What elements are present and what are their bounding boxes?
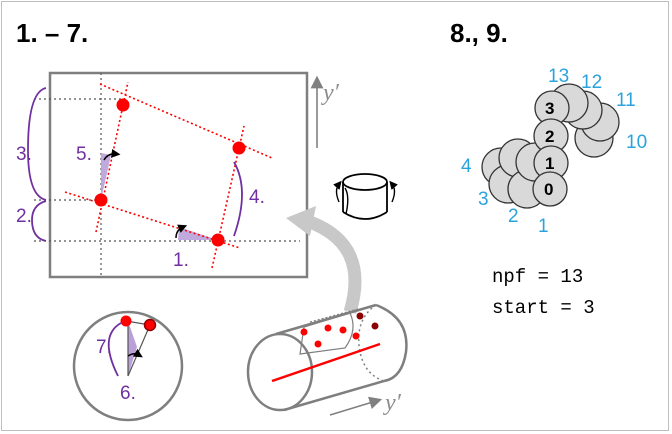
plane-rectangle	[48, 71, 309, 279]
subunit-label-3: 3	[545, 99, 554, 118]
header-steps-8-9: 8., 9.	[450, 18, 508, 48]
rotation-arrow-7-icon	[127, 348, 143, 358]
subunit-0	[532, 171, 568, 207]
point-bottom-right	[211, 233, 225, 247]
step-label-6: 6.	[120, 383, 136, 404]
pf-number-2: 2	[508, 206, 519, 227]
point-bottom-left	[94, 193, 108, 207]
cylinder-left-cap	[246, 332, 314, 412]
cylinder-patch	[299, 312, 354, 355]
y-prime-axis: y′	[310, 75, 340, 148]
point-top-left	[116, 98, 130, 112]
cyl-point-1	[300, 328, 308, 336]
subunit-label-0: 0	[544, 180, 553, 199]
step-label-2: 2.	[16, 206, 32, 227]
unroll-arrow-head-icon	[286, 206, 316, 236]
lattice-line-bottom	[64, 191, 241, 249]
cylinder-right-cap	[375, 303, 408, 383]
cylinder-axis-line	[271, 342, 381, 383]
pf-number-1: 1	[538, 216, 549, 237]
param-npf: npf = 13	[492, 266, 583, 288]
rotation-arrow-5-icon	[103, 148, 121, 161]
cyl-point-5	[352, 332, 360, 340]
point-top-right	[232, 141, 246, 155]
step-label-7: 7.	[96, 337, 112, 358]
cylinder: y′	[246, 303, 408, 416]
cyl-point-dark-1	[356, 312, 364, 320]
step-label-5: 5.	[76, 144, 92, 165]
subunit-label-1: 1	[545, 154, 554, 173]
cross-point-1	[120, 315, 132, 327]
brace-2	[31, 200, 47, 242]
rotating-tube-icon	[333, 173, 398, 220]
cylinder-top-edge	[275, 303, 377, 336]
header-steps-1-7: 1. – 7.	[16, 18, 88, 48]
unroll-arrow-body	[307, 215, 362, 314]
subunit-label-2: 2	[545, 127, 554, 146]
y-axis-label: y′	[321, 80, 340, 106]
cylinder-bottom-edge	[283, 379, 385, 412]
cyl-point-2	[314, 340, 322, 348]
step-label-4: 4.	[249, 187, 265, 208]
angle-wedge-5	[101, 153, 111, 200]
cylinder-hidden-edge	[358, 304, 385, 382]
step-label-1: 1.	[173, 250, 189, 271]
cross-point-2	[143, 318, 157, 332]
pf-number-10: 10	[626, 132, 647, 153]
brace-4	[233, 161, 243, 237]
cyl-point-3	[324, 324, 332, 332]
cylinder-patch-dots	[309, 308, 359, 323]
angle-wedge-1	[178, 227, 218, 240]
cross-section: 7. 6.	[72, 310, 184, 422]
protofilament-ring: 3 2 1 0 1 2 3 4 10 11 12 13	[461, 66, 647, 237]
cyl-point-dark-2	[371, 322, 379, 330]
pf-number-3: 3	[478, 189, 489, 210]
pf-number-4: 4	[461, 156, 472, 177]
rotation-arrow-1-icon	[175, 224, 188, 239]
step-label-3: 3.	[16, 144, 32, 165]
pf-number-13: 13	[548, 66, 569, 87]
brace-7	[107, 322, 122, 377]
cylinder-y-axis-label: y′	[383, 390, 402, 416]
plane-panel: 3. 2. 5. 4. 1.	[16, 71, 309, 279]
pf-number-12: 12	[581, 72, 602, 93]
cylinder-y-axis-arrow-icon	[329, 396, 383, 416]
brace-3	[27, 87, 47, 201]
pf-number-11: 11	[616, 90, 636, 111]
angle-wedge-6	[128, 321, 137, 376]
param-start: start = 3	[492, 297, 595, 319]
cyl-point-4	[339, 326, 347, 334]
